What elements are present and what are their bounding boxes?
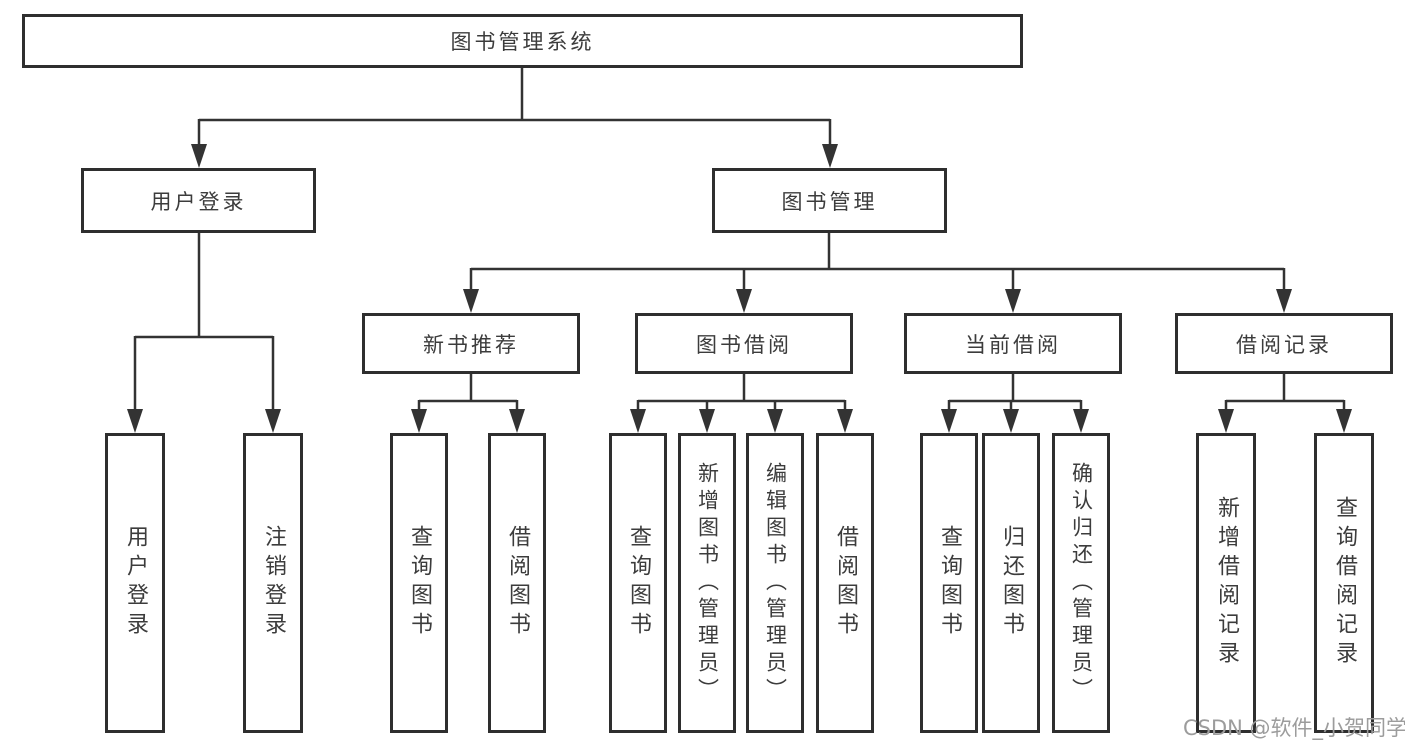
node-book-borrowing: 图书借阅 (635, 313, 853, 374)
leaf-query-books: 查询图书 (609, 433, 667, 733)
leaf-borrow-books: 借阅图书 (488, 433, 546, 733)
node-label: 图书管理 (781, 189, 878, 214)
leaf-return-books: 归还图书 (982, 433, 1040, 733)
leaf-label: 借阅图书 (833, 525, 858, 641)
leaf-logout: 注销登录 (243, 433, 303, 733)
node-new-book-recommendation: 新书推荐 (362, 313, 580, 374)
leaf-query-books: 查询图书 (920, 433, 978, 733)
node-label: 新书推荐 (423, 332, 519, 357)
node-current-borrowing: 当前借阅 (904, 313, 1122, 374)
leaf-label: 注销登录 (261, 525, 286, 641)
leaf-label: 查询图书 (407, 525, 432, 641)
node-borrowing-records: 借阅记录 (1175, 313, 1393, 374)
arrowheads (127, 144, 1352, 433)
leaf-query-borrow-record: 查询借阅记录 (1314, 433, 1374, 733)
node-label: 借阅记录 (1236, 332, 1332, 357)
leaf-user-login: 用户登录 (105, 433, 165, 733)
leaf-confirm-return-admin: 确认归还（管理员） (1052, 433, 1110, 733)
leaf-edit-books-admin: 编辑图书（管理员） (746, 433, 804, 733)
node-user-login-branch: 用户登录 (81, 168, 316, 233)
leaf-label: 查询图书 (937, 525, 962, 641)
leaf-label: 新增借阅记录 (1214, 496, 1239, 670)
leaf-query-books: 查询图书 (390, 433, 448, 733)
node-label: 图书借阅 (696, 332, 792, 357)
leaf-label: 查询图书 (626, 525, 651, 641)
csdn-watermark: CSDN @软件_小贺同学 (1183, 716, 1405, 740)
node-label: 用户登录 (150, 189, 247, 214)
leaf-label: 归还图书 (999, 525, 1024, 641)
node-label: 当前借阅 (965, 332, 1061, 357)
leaf-label: 确认归还（管理员） (1069, 461, 1094, 705)
leaf-add-borrow-record: 新增借阅记录 (1196, 433, 1256, 733)
leaf-label: 借阅图书 (505, 525, 530, 641)
node-library-management-system: 图书管理系统 (22, 14, 1023, 68)
node-label: 图书管理系统 (450, 30, 595, 54)
leaf-borrow-books: 借阅图书 (816, 433, 874, 733)
leaf-add-books-admin: 新增图书（管理员） (678, 433, 736, 733)
leaf-label: 用户登录 (123, 525, 148, 641)
node-book-management-branch: 图书管理 (712, 168, 947, 233)
leaf-label: 查询借阅记录 (1332, 496, 1357, 670)
leaf-label: 编辑图书（管理员） (763, 461, 788, 705)
leaf-label: 新增图书（管理员） (695, 461, 720, 705)
